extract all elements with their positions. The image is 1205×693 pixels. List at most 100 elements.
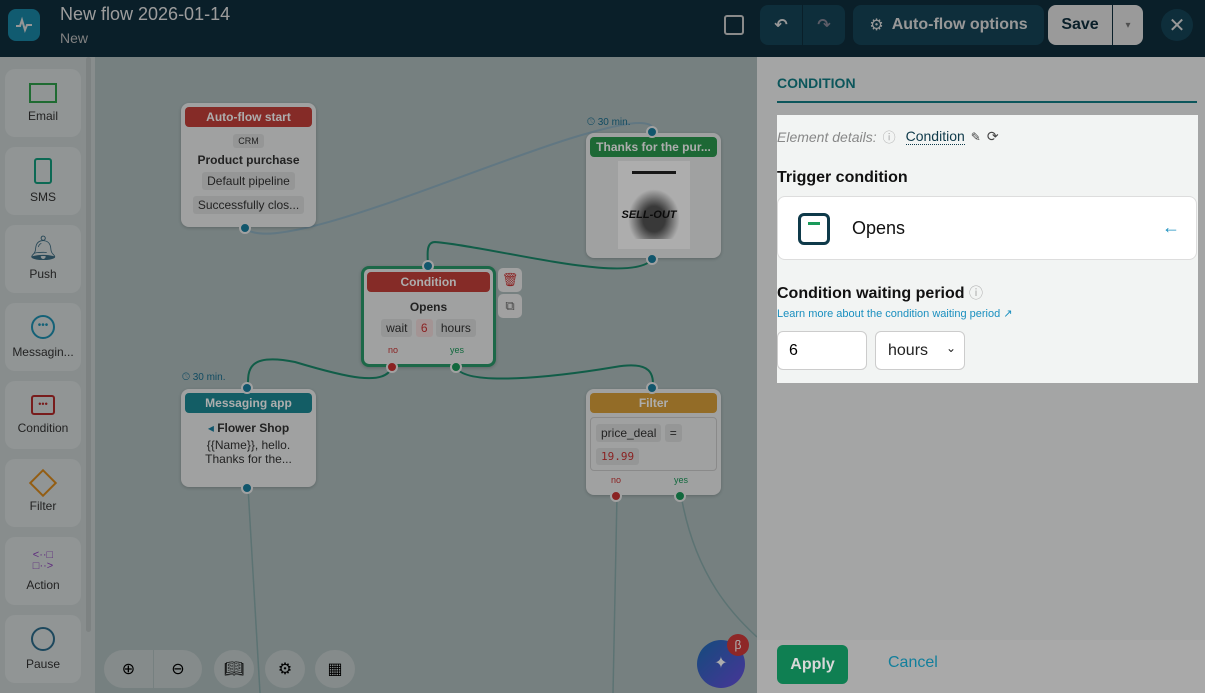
app-logo-icon[interactable] (8, 9, 40, 41)
envelope-icon (29, 83, 57, 103)
header: New flow 2026-01-14 New ↶ ↷ ⚙Auto-flow o… (0, 0, 1205, 57)
edit-pencil-icon[interactable]: ✎ (970, 129, 981, 144)
sidebar-item-messaging[interactable]: •••Messagin... (5, 303, 81, 371)
yes-label: yes (450, 345, 465, 355)
learn-more-link[interactable]: Learn more about the condition waiting p… (777, 308, 1013, 320)
sidebar-item-sms[interactable]: SMS (5, 147, 81, 215)
filter-field: price_deal (596, 424, 662, 442)
flow-title[interactable]: New flow 2026-01-14 (60, 4, 231, 24)
wait-unit: hours (435, 319, 476, 337)
crm-badge: CRM (233, 134, 264, 148)
connector-yes-filter (455, 364, 655, 390)
yes-port[interactable] (450, 361, 462, 373)
zoom-in-button[interactable]: ⊕ (104, 650, 153, 688)
connector-no-messaging (246, 358, 393, 390)
refresh-icon[interactable]: ⟳ (986, 128, 999, 144)
sidebar-item-email[interactable]: Email (5, 69, 81, 137)
duplicate-node-button[interactable]: ⧉ (498, 294, 522, 318)
input-port[interactable] (646, 126, 658, 138)
node-header: Filter (590, 393, 717, 413)
flow-status: New (60, 30, 89, 46)
yes-label: yes (674, 475, 689, 485)
sidebar-item-action[interactable]: <··□□··>Action (5, 537, 81, 605)
shoe-image (627, 189, 680, 239)
message-text: {{Name}}, hello. (206, 438, 291, 452)
grid-layout-icon[interactable]: ▦ (315, 650, 355, 688)
cancel-button[interactable]: Cancel (888, 654, 938, 671)
message-text: Thanks for the... (205, 452, 292, 466)
output-port[interactable] (646, 253, 658, 265)
period-unit-select[interactable]: hours⌄ (875, 331, 965, 370)
external-link-icon: ↗ (1003, 308, 1013, 320)
beta-badge: β (727, 634, 749, 656)
no-label: no (388, 345, 399, 355)
settings-gear-icon[interactable]: ⚙ (265, 650, 305, 688)
stage-tag: Successfully clos... (192, 196, 305, 214)
envelope-open-icon (798, 213, 830, 245)
node-header: Auto-flow start (185, 107, 312, 127)
connector-start-thanks (244, 121, 655, 235)
pipeline-tag: Default pipeline (202, 172, 295, 190)
element-details-label: Element details: (777, 128, 877, 145)
auto-flow-options-button[interactable]: ⚙Auto-flow options (853, 5, 1044, 45)
node-header: Thanks for the pur... (590, 137, 717, 157)
redo-button[interactable]: ↷ (803, 5, 845, 45)
action-icon: <··□□··> (32, 549, 54, 572)
node-title: Opens (409, 300, 448, 314)
input-port[interactable] (422, 260, 434, 272)
zoom-out-button[interactable]: ⊖ (154, 650, 202, 688)
node-title: Product purchase (197, 153, 300, 167)
arrow-left-icon[interactable]: ← (1162, 217, 1180, 237)
sidebar-scrollbar[interactable] (86, 57, 91, 632)
filter-operator: = (664, 424, 682, 442)
element-name[interactable]: Condition (905, 128, 965, 145)
gear-icon: ⚙ (869, 17, 884, 34)
sidebar-item-filter[interactable]: Filter (5, 459, 81, 527)
telegram-icon: ◂ (207, 421, 214, 435)
no-port[interactable] (610, 490, 622, 502)
node-auto-flow-start[interactable]: Auto-flow start CRM Product purchase Def… (181, 103, 316, 234)
node-messaging-app[interactable]: Messaging app ◂ Flower Shop {{Name}}, he… (181, 382, 316, 494)
bell-icon: 🔔︎ (27, 235, 59, 262)
trigger-condition-selector[interactable]: Opens ← (777, 196, 1197, 260)
chat-bubble-icon: ••• (31, 315, 55, 339)
help-icon[interactable]: ⓘ (968, 285, 983, 301)
delete-node-button[interactable]: 🗑︎ (498, 268, 522, 292)
channel-name: Flower Shop (217, 421, 290, 435)
help-icon[interactable]: ⓘ (882, 130, 896, 145)
node-email-thanks[interactable]: Thanks for the pur... SELL-OUT (586, 126, 721, 265)
apply-button[interactable]: Apply (777, 645, 848, 684)
no-port[interactable] (386, 361, 398, 373)
node-filter[interactable]: Filter price_deal = 19.99 no yes (586, 382, 721, 502)
trigger-condition-label: Trigger condition (777, 169, 908, 186)
element-sidebar: Email SMS 🔔︎Push •••Messagin... •••Condi… (0, 57, 95, 693)
tab-underline (777, 101, 1197, 103)
sidebar-item-pause[interactable]: Pause (5, 615, 81, 683)
save-dropdown-button[interactable]: ▾ (1113, 5, 1143, 45)
stopwatch-icon (31, 627, 55, 651)
save-button[interactable]: Save (1048, 5, 1112, 45)
map-search-icon[interactable] (724, 15, 744, 35)
wait-tag: wait (381, 319, 413, 337)
book-icon[interactable]: 📖︎ (214, 650, 254, 688)
condition-icon: ••• (31, 395, 55, 415)
input-port[interactable] (241, 382, 253, 394)
undo-button[interactable]: ↶ (760, 5, 802, 45)
chevron-down-icon: ⌄ (945, 341, 956, 355)
delay-label: 🕓︎ 30 min. (587, 117, 631, 128)
filter-diamond-icon (28, 468, 58, 498)
wait-value: 6 (415, 319, 433, 337)
tab-condition[interactable]: CONDITION (777, 75, 856, 91)
close-button[interactable]: ✕ (1161, 9, 1193, 41)
flow-canvas[interactable]: Auto-flow start CRM Product purchase Def… (95, 57, 757, 693)
sidebar-item-push[interactable]: 🔔︎Push (5, 225, 81, 293)
node-condition[interactable]: Condition Opens wait 6 hours no yes (361, 260, 496, 373)
delay-label: 🕓︎ 30 min. (182, 372, 226, 383)
node-header: Messaging app (185, 393, 312, 413)
sidebar-item-condition[interactable]: •••Condition (5, 381, 81, 449)
period-value-input[interactable] (777, 331, 867, 370)
output-port[interactable] (241, 482, 253, 494)
output-port[interactable] (239, 222, 251, 234)
yes-port[interactable] (674, 490, 686, 502)
input-port[interactable] (646, 382, 658, 394)
